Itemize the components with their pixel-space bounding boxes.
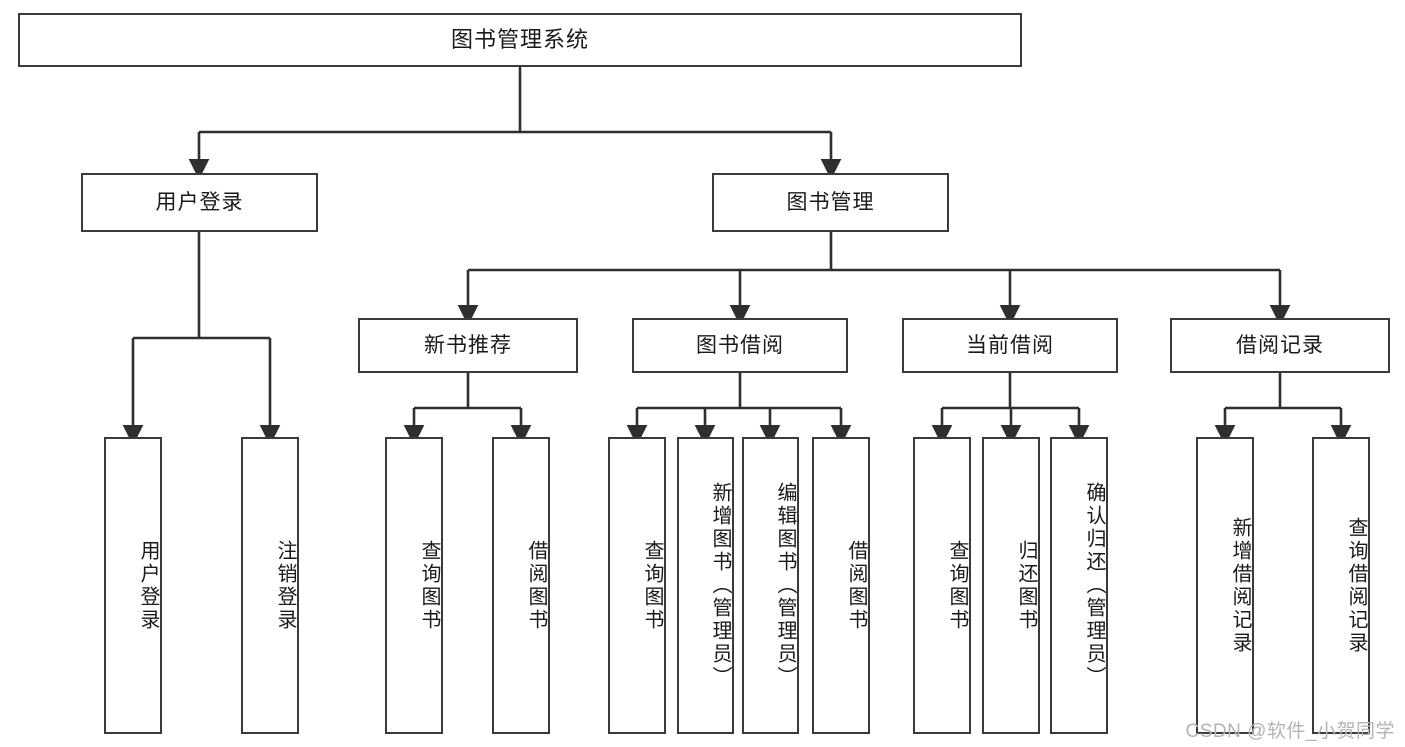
node-leaf-borrow-book[interactable]: 借阅图书	[812, 437, 870, 734]
node-leaf-query-book-recommend[interactable]: 查询图书	[385, 437, 443, 734]
node-current-borrow[interactable]: 当前借阅	[902, 318, 1118, 373]
node-leaf-add-borrow-record[interactable]: 新增借阅记录	[1196, 437, 1254, 734]
node-label: 查询图书	[641, 539, 663, 632]
node-label: 用户登录	[137, 539, 159, 632]
node-root-book-management-system[interactable]: 图书管理系统	[18, 13, 1022, 67]
node-new-book-recommend[interactable]: 新书推荐	[358, 318, 578, 373]
node-label: 编辑图书（管理员）	[774, 482, 796, 689]
node-leaf-return-book[interactable]: 归还图书	[982, 437, 1040, 734]
node-label: 借阅图书	[525, 539, 547, 632]
node-leaf-confirm-return-admin[interactable]: 确认归还（管理员）	[1050, 437, 1108, 734]
node-user-login[interactable]: 用户登录	[81, 173, 318, 232]
node-label: 查询图书	[418, 539, 440, 632]
node-leaf-borrow-book-recommend[interactable]: 借阅图书	[492, 437, 550, 734]
node-book-management[interactable]: 图书管理	[712, 173, 949, 232]
node-label: 查询图书	[946, 539, 968, 632]
node-label: 借阅图书	[845, 539, 867, 632]
node-label: 用户登录	[155, 190, 244, 214]
node-label: 注销登录	[274, 539, 296, 632]
node-label: 新增图书（管理员）	[709, 482, 731, 689]
node-label: 归还图书	[1015, 539, 1037, 632]
node-label: 图书借阅	[696, 333, 784, 357]
node-label: 新书推荐	[424, 333, 512, 357]
node-leaf-add-book-admin[interactable]: 新增图书（管理员）	[677, 437, 734, 734]
node-leaf-query-book-borrow[interactable]: 查询图书	[608, 437, 666, 734]
node-leaf-edit-book-admin[interactable]: 编辑图书（管理员）	[742, 437, 799, 734]
node-label: 图书管理	[786, 190, 875, 214]
node-book-borrow[interactable]: 图书借阅	[632, 318, 848, 373]
node-label: 图书管理系统	[450, 26, 589, 52]
node-label: 借阅记录	[1236, 333, 1324, 357]
node-label: 查询借阅记录	[1345, 516, 1367, 655]
node-leaf-query-borrow-record[interactable]: 查询借阅记录	[1312, 437, 1370, 734]
node-borrow-record[interactable]: 借阅记录	[1170, 318, 1390, 373]
node-label: 新增借阅记录	[1229, 516, 1251, 655]
csdn-watermark: CSDN @软件_小贺同学	[1185, 721, 1395, 742]
node-leaf-user-login[interactable]: 用户登录	[104, 437, 162, 734]
node-leaf-query-book-current[interactable]: 查询图书	[913, 437, 971, 734]
node-label: 确认归还（管理员）	[1083, 482, 1105, 689]
node-leaf-logout-login[interactable]: 注销登录	[241, 437, 299, 734]
node-label: 当前借阅	[966, 333, 1054, 357]
